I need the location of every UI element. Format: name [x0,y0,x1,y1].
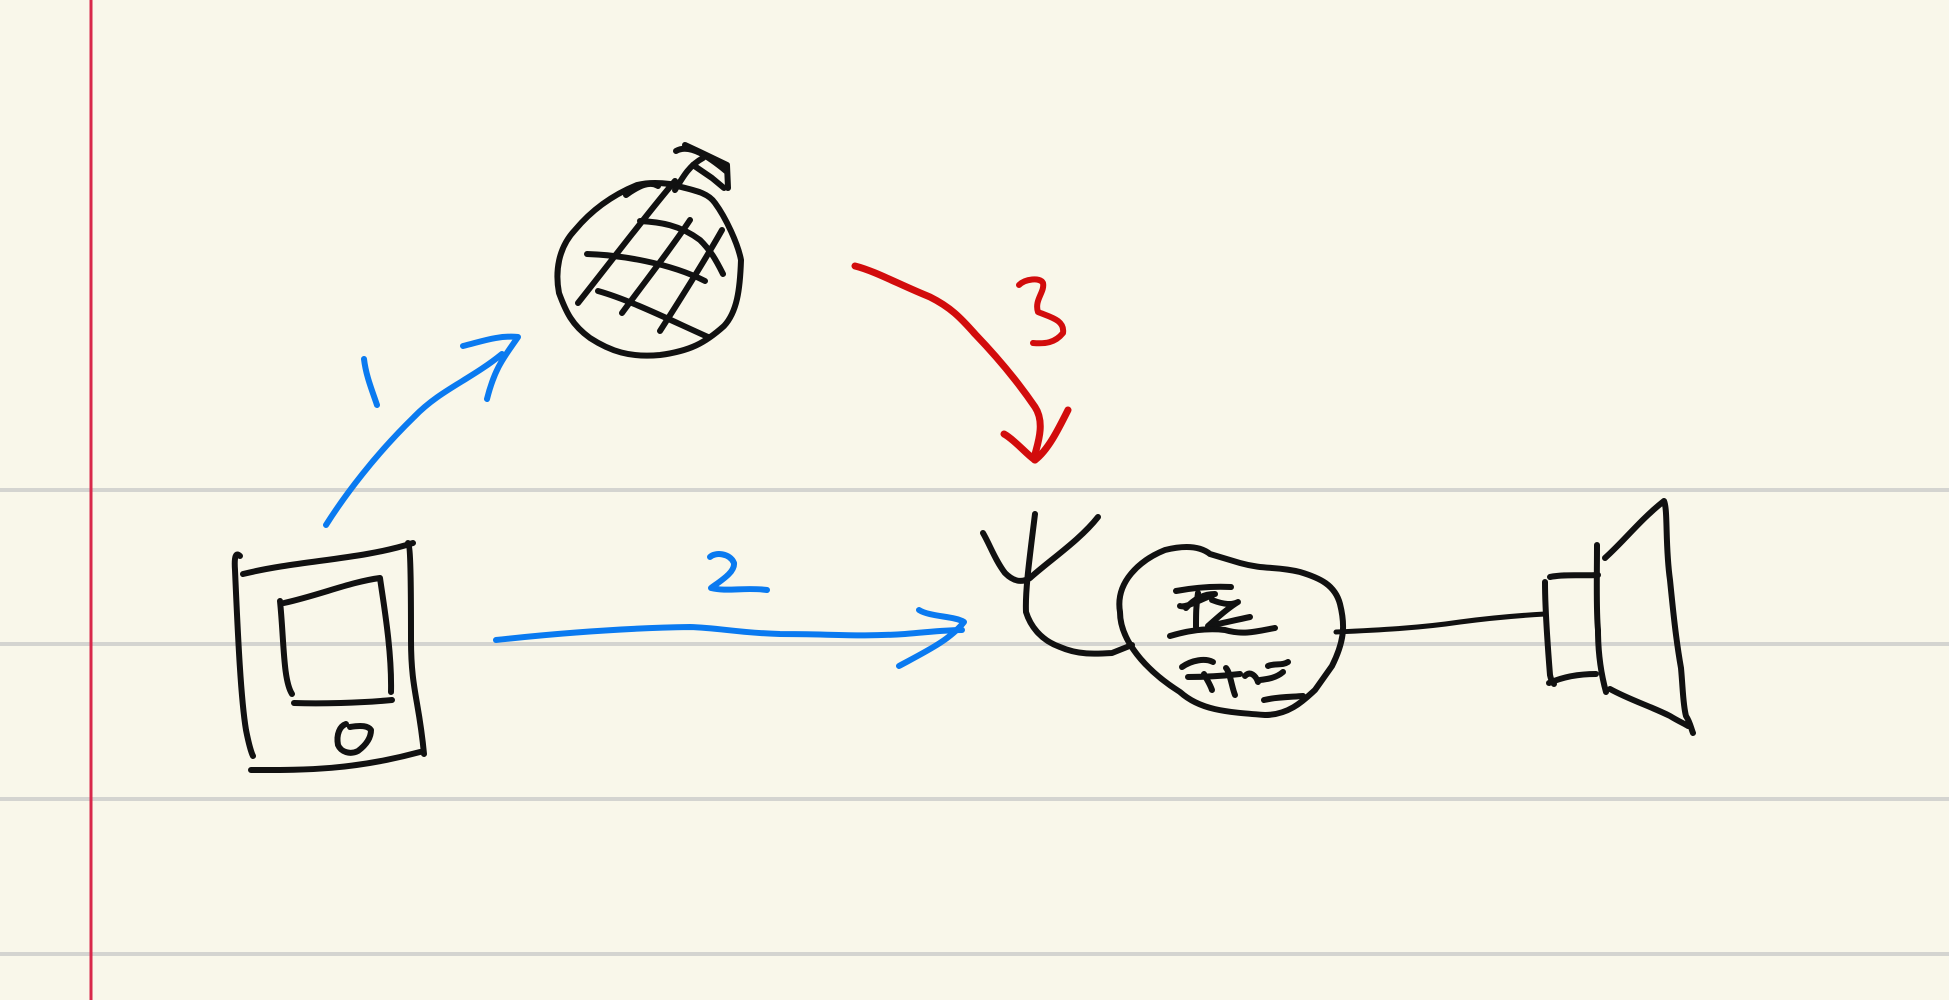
step-1-numeral [361,356,380,408]
step-2-label [707,551,770,593]
arrow-2 [493,607,967,669]
step-3-label [1016,276,1067,347]
antenna-icon [980,514,1101,584]
globe-satellite-icon [554,142,744,359]
ruled-lines [0,488,1949,956]
step-2-numeral [707,551,770,593]
step-3-numeral [1016,276,1067,347]
step-1-label [361,356,380,408]
arrow-1 [323,333,521,528]
speaker-cable [1333,611,1548,635]
radio-receiver-icon [980,511,1347,718]
handheld-device-icon [231,540,427,774]
arrow-3 [851,262,1072,464]
loudspeaker-icon [1542,498,1696,736]
